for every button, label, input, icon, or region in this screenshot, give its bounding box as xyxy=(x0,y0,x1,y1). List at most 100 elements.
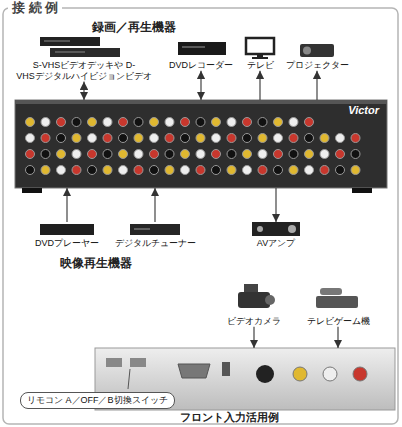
panel-edge xyxy=(15,100,387,104)
player-device: DVDプレーヤー xyxy=(30,222,104,249)
jack xyxy=(289,134,298,143)
jack xyxy=(305,150,314,159)
jack xyxy=(165,166,174,175)
projector-icon xyxy=(300,44,334,57)
device-label: テレビ xyxy=(240,60,280,71)
jack xyxy=(57,166,66,175)
group-heading: 録画／再生機器 xyxy=(92,20,176,34)
jack xyxy=(165,134,174,143)
tv-stand xyxy=(252,57,268,59)
d-sub-connector xyxy=(178,364,210,378)
player-device: デジタルチューナー xyxy=(112,222,198,249)
rca-jack xyxy=(293,367,307,381)
amp-icon xyxy=(252,222,300,236)
device-label: DVDレコーダー xyxy=(167,60,236,71)
device-label: AVアンプ xyxy=(244,238,308,249)
jack xyxy=(274,134,283,143)
jack xyxy=(150,134,159,143)
jack xyxy=(274,166,283,175)
jack xyxy=(57,150,66,159)
jack xyxy=(72,118,81,127)
jack xyxy=(165,118,174,127)
amp-knob xyxy=(288,225,296,233)
jack xyxy=(305,134,314,143)
jack xyxy=(320,150,329,159)
jack xyxy=(227,150,236,159)
jack xyxy=(274,118,283,127)
signal-connector xyxy=(275,188,276,222)
signal-connector xyxy=(253,327,254,348)
device-label: DVDプレーヤー xyxy=(30,238,104,249)
jack xyxy=(243,118,252,127)
jack xyxy=(72,150,81,159)
signal-connector xyxy=(200,71,201,100)
jack xyxy=(181,150,190,159)
jack xyxy=(258,150,267,159)
game-console-icon xyxy=(316,296,358,308)
tv-stand xyxy=(257,55,263,57)
jack xyxy=(26,118,35,127)
disc-slot xyxy=(182,47,205,48)
callout-box: リモコン A／OFF／B切換スイッチ xyxy=(20,392,175,409)
signal-connector xyxy=(259,71,260,100)
jack xyxy=(351,134,360,143)
recorder-device: DVDレコーダー xyxy=(167,36,236,71)
panel-foot xyxy=(22,188,42,193)
jack xyxy=(305,166,314,175)
jack xyxy=(305,118,314,127)
switch xyxy=(106,358,122,367)
tuner-icon xyxy=(130,224,180,235)
caption-heading: フロント入力活用例 xyxy=(180,411,279,424)
vcr-icon xyxy=(50,48,120,57)
jack xyxy=(227,134,236,143)
jack xyxy=(243,150,252,159)
jack xyxy=(336,134,345,143)
jack xyxy=(119,134,128,143)
jack xyxy=(336,150,345,159)
display-device: テレビ xyxy=(240,36,280,71)
camera-lens xyxy=(265,295,275,305)
switch xyxy=(130,358,146,367)
jack xyxy=(150,166,159,175)
jack xyxy=(26,150,35,159)
jack xyxy=(72,134,81,143)
dvd-player-icon xyxy=(40,224,94,235)
amp-knob xyxy=(257,226,263,232)
jack xyxy=(88,166,97,175)
jack xyxy=(336,166,345,175)
jack xyxy=(196,118,205,127)
jack xyxy=(320,166,329,175)
camera-viewfinder xyxy=(244,284,258,292)
jack xyxy=(57,118,66,127)
jack xyxy=(212,134,221,143)
signal-connector xyxy=(83,82,84,100)
signal-connector xyxy=(316,71,317,100)
jack xyxy=(320,134,329,143)
callout-text: リモコン A／OFF／B切換スイッチ xyxy=(27,395,168,406)
jack xyxy=(181,118,190,127)
jack xyxy=(88,134,97,143)
jack xyxy=(181,134,190,143)
panel-foot xyxy=(352,188,372,193)
av-selector-rear: Victor xyxy=(15,100,387,188)
jack xyxy=(134,166,143,175)
jack xyxy=(258,118,267,127)
vcr-icon xyxy=(40,37,100,46)
jack xyxy=(351,150,360,159)
jack xyxy=(26,134,35,143)
jack xyxy=(119,166,128,175)
jack xyxy=(196,166,205,175)
jack xyxy=(88,150,97,159)
dvd-recorder-icon xyxy=(178,42,226,55)
brand-logo: Victor xyxy=(348,104,379,117)
rca-jack xyxy=(323,367,337,381)
group-heading: 映像再生機器 xyxy=(60,256,132,270)
vcr-slot xyxy=(44,41,70,42)
front-source-device: ビデオカメラ xyxy=(222,278,286,327)
toggle xyxy=(222,362,230,376)
device-label: デジタルチューナー xyxy=(112,238,198,249)
jack xyxy=(165,150,174,159)
jack xyxy=(150,150,159,159)
jack xyxy=(150,118,159,127)
